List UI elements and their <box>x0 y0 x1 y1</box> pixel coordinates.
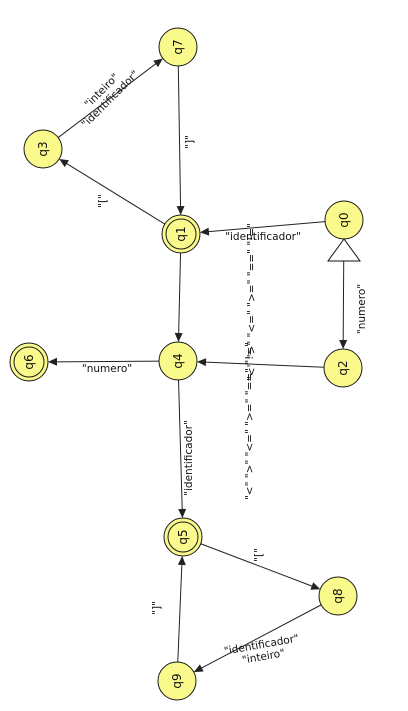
transition-line <box>198 604 322 670</box>
state-q6[interactable]: q6 <box>9 342 49 382</box>
transition-q5-q8: "[" <box>200 543 321 590</box>
transition-label: "numero" <box>356 284 368 334</box>
transition-line <box>200 543 315 588</box>
transition-label: "<" ">" "<=" ">=" "==" "!=" <box>244 342 256 500</box>
arrowhead-icon <box>193 664 204 673</box>
arrowhead-icon <box>310 582 321 590</box>
state-label: q9 <box>170 673 184 688</box>
state-q2[interactable]: q2 <box>323 348 363 388</box>
transition-line <box>178 252 182 337</box>
state-circle <box>318 576 358 616</box>
transition-line <box>205 221 326 233</box>
transition-label: "inteiro""identificador" <box>71 60 141 130</box>
state-q4[interactable]: q4 <box>158 341 198 381</box>
state-q7[interactable]: q7 <box>158 27 198 67</box>
transition-line <box>177 65 182 210</box>
state-label: q4 <box>171 353 185 368</box>
state-label: q8 <box>331 588 345 603</box>
arrowhead-icon <box>196 358 207 367</box>
transition-label: "identificador" <box>183 420 195 496</box>
state-circle <box>23 129 63 169</box>
state-q1[interactable]: q1 <box>161 214 201 254</box>
state-q9[interactable]: q9 <box>157 661 197 701</box>
state-label: q1 <box>174 226 188 241</box>
state-label: q2 <box>336 360 350 375</box>
state-q0[interactable]: q0 <box>324 200 364 240</box>
transition-label: "identificador""inteiro" <box>223 633 302 670</box>
transition-q9-q5: "]" <box>151 555 186 663</box>
arrowhead-icon <box>59 158 69 168</box>
transition-line <box>177 561 183 663</box>
state-circle <box>157 661 197 701</box>
state-label: q5 <box>176 529 190 544</box>
arrowhead-icon <box>177 555 186 566</box>
transition-label: "]" <box>184 135 196 149</box>
transition-q2-q4: "<" ">" "<=" ">=" "==" "!=" <box>196 342 325 500</box>
state-circle <box>9 342 49 382</box>
transition-line <box>178 379 183 513</box>
transition-q3-q7: "inteiro""identificador" <box>57 58 163 138</box>
arrowhead-icon <box>47 357 58 366</box>
state-circle <box>323 348 363 388</box>
final-state-ring <box>167 521 199 553</box>
state-circle <box>324 200 364 240</box>
state-circle <box>163 517 203 557</box>
state-circle <box>161 214 201 254</box>
state-label: q7 <box>171 39 185 54</box>
arrowhead-icon <box>199 227 210 236</box>
state-q8[interactable]: q8 <box>318 576 358 616</box>
transition-label: "[" <box>97 194 109 208</box>
transition-label: "numero" <box>82 363 132 375</box>
arrowhead-icon <box>174 332 183 343</box>
transition-q0-q1: "identificador" <box>199 221 326 243</box>
initial-state-marker-icon <box>327 238 361 262</box>
transition-line <box>202 361 325 368</box>
final-state-ring <box>165 218 197 250</box>
transition-q1-q4: "<" ">" "<=" ">=" "==" "!=" <box>174 223 258 381</box>
arrowhead-icon <box>339 339 348 350</box>
state-q5[interactable]: q5 <box>163 517 203 557</box>
final-state-ring <box>13 346 45 378</box>
transition-q8-q9: "identificador""inteiro" <box>193 604 322 673</box>
transition-label: "identificador" <box>225 231 301 243</box>
transition-line <box>53 360 160 363</box>
arrowhead-icon <box>153 58 163 68</box>
transition-q7-q1: "]" <box>176 65 196 216</box>
transition-q4-q5: "identificador" <box>178 379 195 519</box>
arrowhead-icon <box>176 205 185 216</box>
state-label: q6 <box>22 354 36 369</box>
transition-label: "[" <box>253 548 265 562</box>
transition-line <box>57 61 159 138</box>
transition-label: "]" <box>151 601 163 615</box>
state-circle <box>158 341 198 381</box>
transition-label: "<" ">" "<=" ">=" "==" "!=" <box>246 223 258 381</box>
transition-q4-q6: "numero" <box>47 357 160 375</box>
state-label: q3 <box>36 141 50 156</box>
transition-line <box>64 161 166 225</box>
state-label: q0 <box>337 212 351 227</box>
transition-q1-q3: "[" <box>59 158 166 225</box>
state-q3[interactable]: q3 <box>23 129 63 169</box>
arrowhead-icon <box>178 508 187 519</box>
state-circle <box>158 27 198 67</box>
